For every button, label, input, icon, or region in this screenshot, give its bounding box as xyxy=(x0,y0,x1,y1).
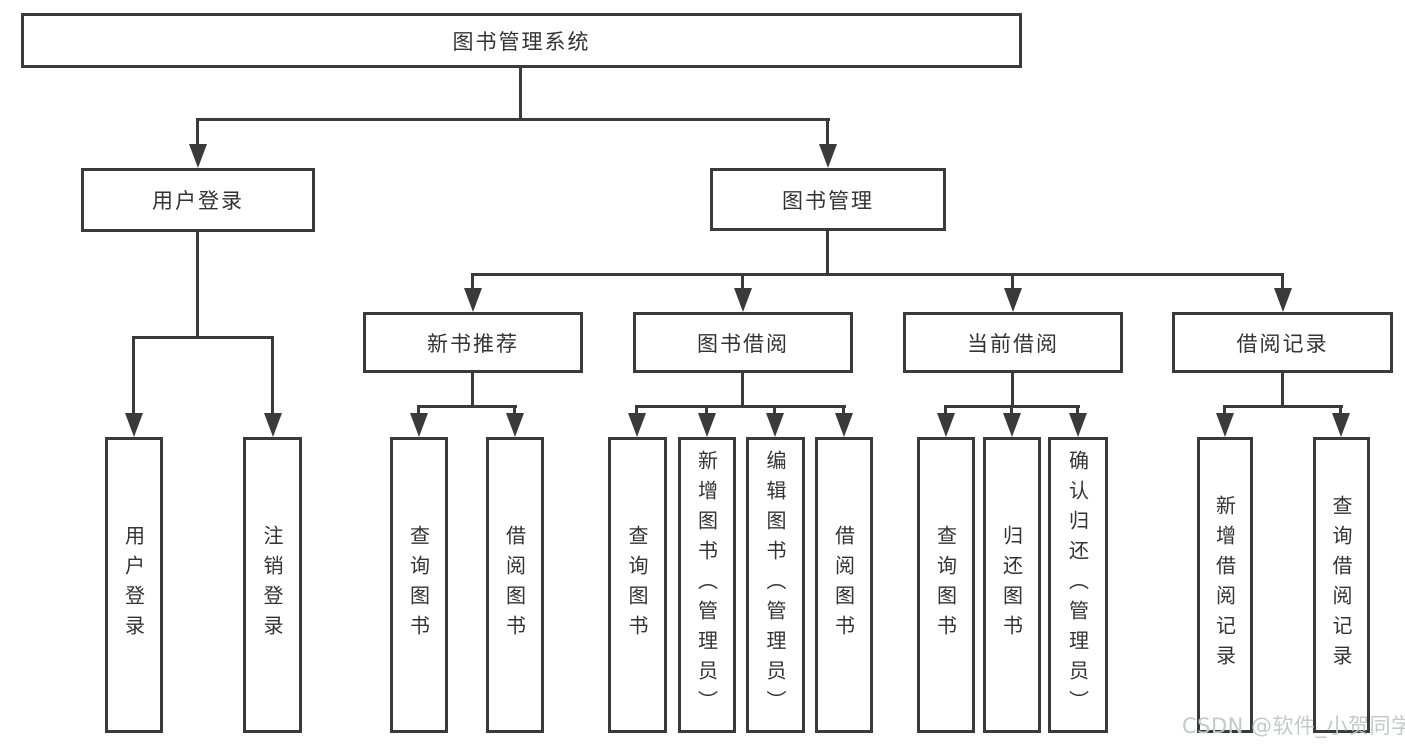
node-leaf-add-books-admin: 新增图书（管理员） xyxy=(678,437,736,733)
connector-line xyxy=(471,273,1284,276)
arrow-down-icon xyxy=(1003,413,1021,437)
node-leaf-query-books-current: 查询图书 xyxy=(917,437,975,733)
node-current-borrowing: 当前借阅 xyxy=(903,312,1123,373)
connector-line xyxy=(1011,373,1014,407)
arrow-down-icon xyxy=(835,413,853,437)
connector-line xyxy=(826,231,829,276)
connector-line xyxy=(826,118,829,146)
connector-line xyxy=(1281,273,1284,291)
arrow-down-icon xyxy=(264,413,282,437)
connector-line xyxy=(1010,405,1013,417)
connector-line xyxy=(417,405,420,417)
arrow-down-icon xyxy=(410,413,428,437)
connector-line xyxy=(471,373,474,407)
connector-line xyxy=(196,118,199,146)
arrow-down-icon xyxy=(1069,413,1087,437)
connector-line xyxy=(741,373,744,407)
connector-line xyxy=(513,405,516,417)
connector-line xyxy=(519,68,522,118)
connector-line xyxy=(1281,373,1284,407)
node-leaf-query-borrow-record: 查询借阅记录 xyxy=(1313,437,1370,733)
node-leaf-return-books: 归还图书 xyxy=(983,437,1041,733)
arrow-down-icon xyxy=(464,288,482,312)
arrow-down-icon xyxy=(937,413,955,437)
node-leaf-query-books-borrow: 查询图书 xyxy=(608,437,667,733)
node-leaf-query-books-newbook: 查询图书 xyxy=(390,437,448,733)
arrow-down-icon xyxy=(698,413,716,437)
connector-line xyxy=(1339,405,1342,417)
connector-line xyxy=(132,336,135,416)
connector-line xyxy=(132,336,274,339)
arrow-down-icon xyxy=(506,413,524,437)
node-leaf-confirm-return-admin: 确认归还（管理员） xyxy=(1048,437,1108,733)
arrow-down-icon xyxy=(628,413,646,437)
connector-line xyxy=(271,336,274,416)
csdn-watermark: CSDN @软件_小贺同学 xyxy=(1182,714,1405,738)
arrow-down-icon xyxy=(1004,288,1022,312)
arrow-down-icon xyxy=(819,144,837,168)
arrow-down-icon xyxy=(189,144,207,168)
connector-line xyxy=(196,232,199,339)
arrow-down-icon xyxy=(125,413,143,437)
connector-line xyxy=(1223,405,1226,417)
arrow-down-icon xyxy=(1216,413,1234,437)
connector-line xyxy=(417,405,517,408)
arrow-down-icon xyxy=(1274,288,1292,312)
connector-line xyxy=(705,405,708,417)
connector-line xyxy=(1223,405,1343,408)
arrow-down-icon xyxy=(1332,413,1350,437)
node-leaf-borrow-books-borrow: 借阅图书 xyxy=(815,437,873,733)
node-new-book-recommendation: 新书推荐 xyxy=(363,312,583,373)
connector-line xyxy=(471,273,474,291)
node-book-management: 图书管理 xyxy=(710,168,946,231)
connector-line xyxy=(944,405,947,417)
node-library-management-system: 图书管理系统 xyxy=(21,13,1022,68)
node-leaf-user-login: 用户登录 xyxy=(105,437,163,733)
node-borrowing-records: 借阅记录 xyxy=(1172,312,1393,373)
node-leaf-add-borrow-record: 新增借阅记录 xyxy=(1197,437,1253,733)
node-book-borrowing: 图书借阅 xyxy=(633,312,853,373)
arrow-down-icon xyxy=(766,413,784,437)
node-user-login: 用户登录 xyxy=(81,168,315,232)
node-leaf-logout: 注销登录 xyxy=(243,437,302,733)
connector-line xyxy=(1011,273,1014,291)
connector-line xyxy=(196,118,830,121)
connector-line xyxy=(741,273,744,291)
connector-line xyxy=(773,405,776,417)
node-leaf-edit-books-admin: 编辑图书（管理员） xyxy=(746,437,805,733)
connector-line xyxy=(1076,405,1079,417)
connector-line xyxy=(635,405,638,417)
connector-line xyxy=(635,405,846,408)
connector-line xyxy=(842,405,845,417)
node-leaf-borrow-books-newbook: 借阅图书 xyxy=(486,437,544,733)
arrow-down-icon xyxy=(734,288,752,312)
